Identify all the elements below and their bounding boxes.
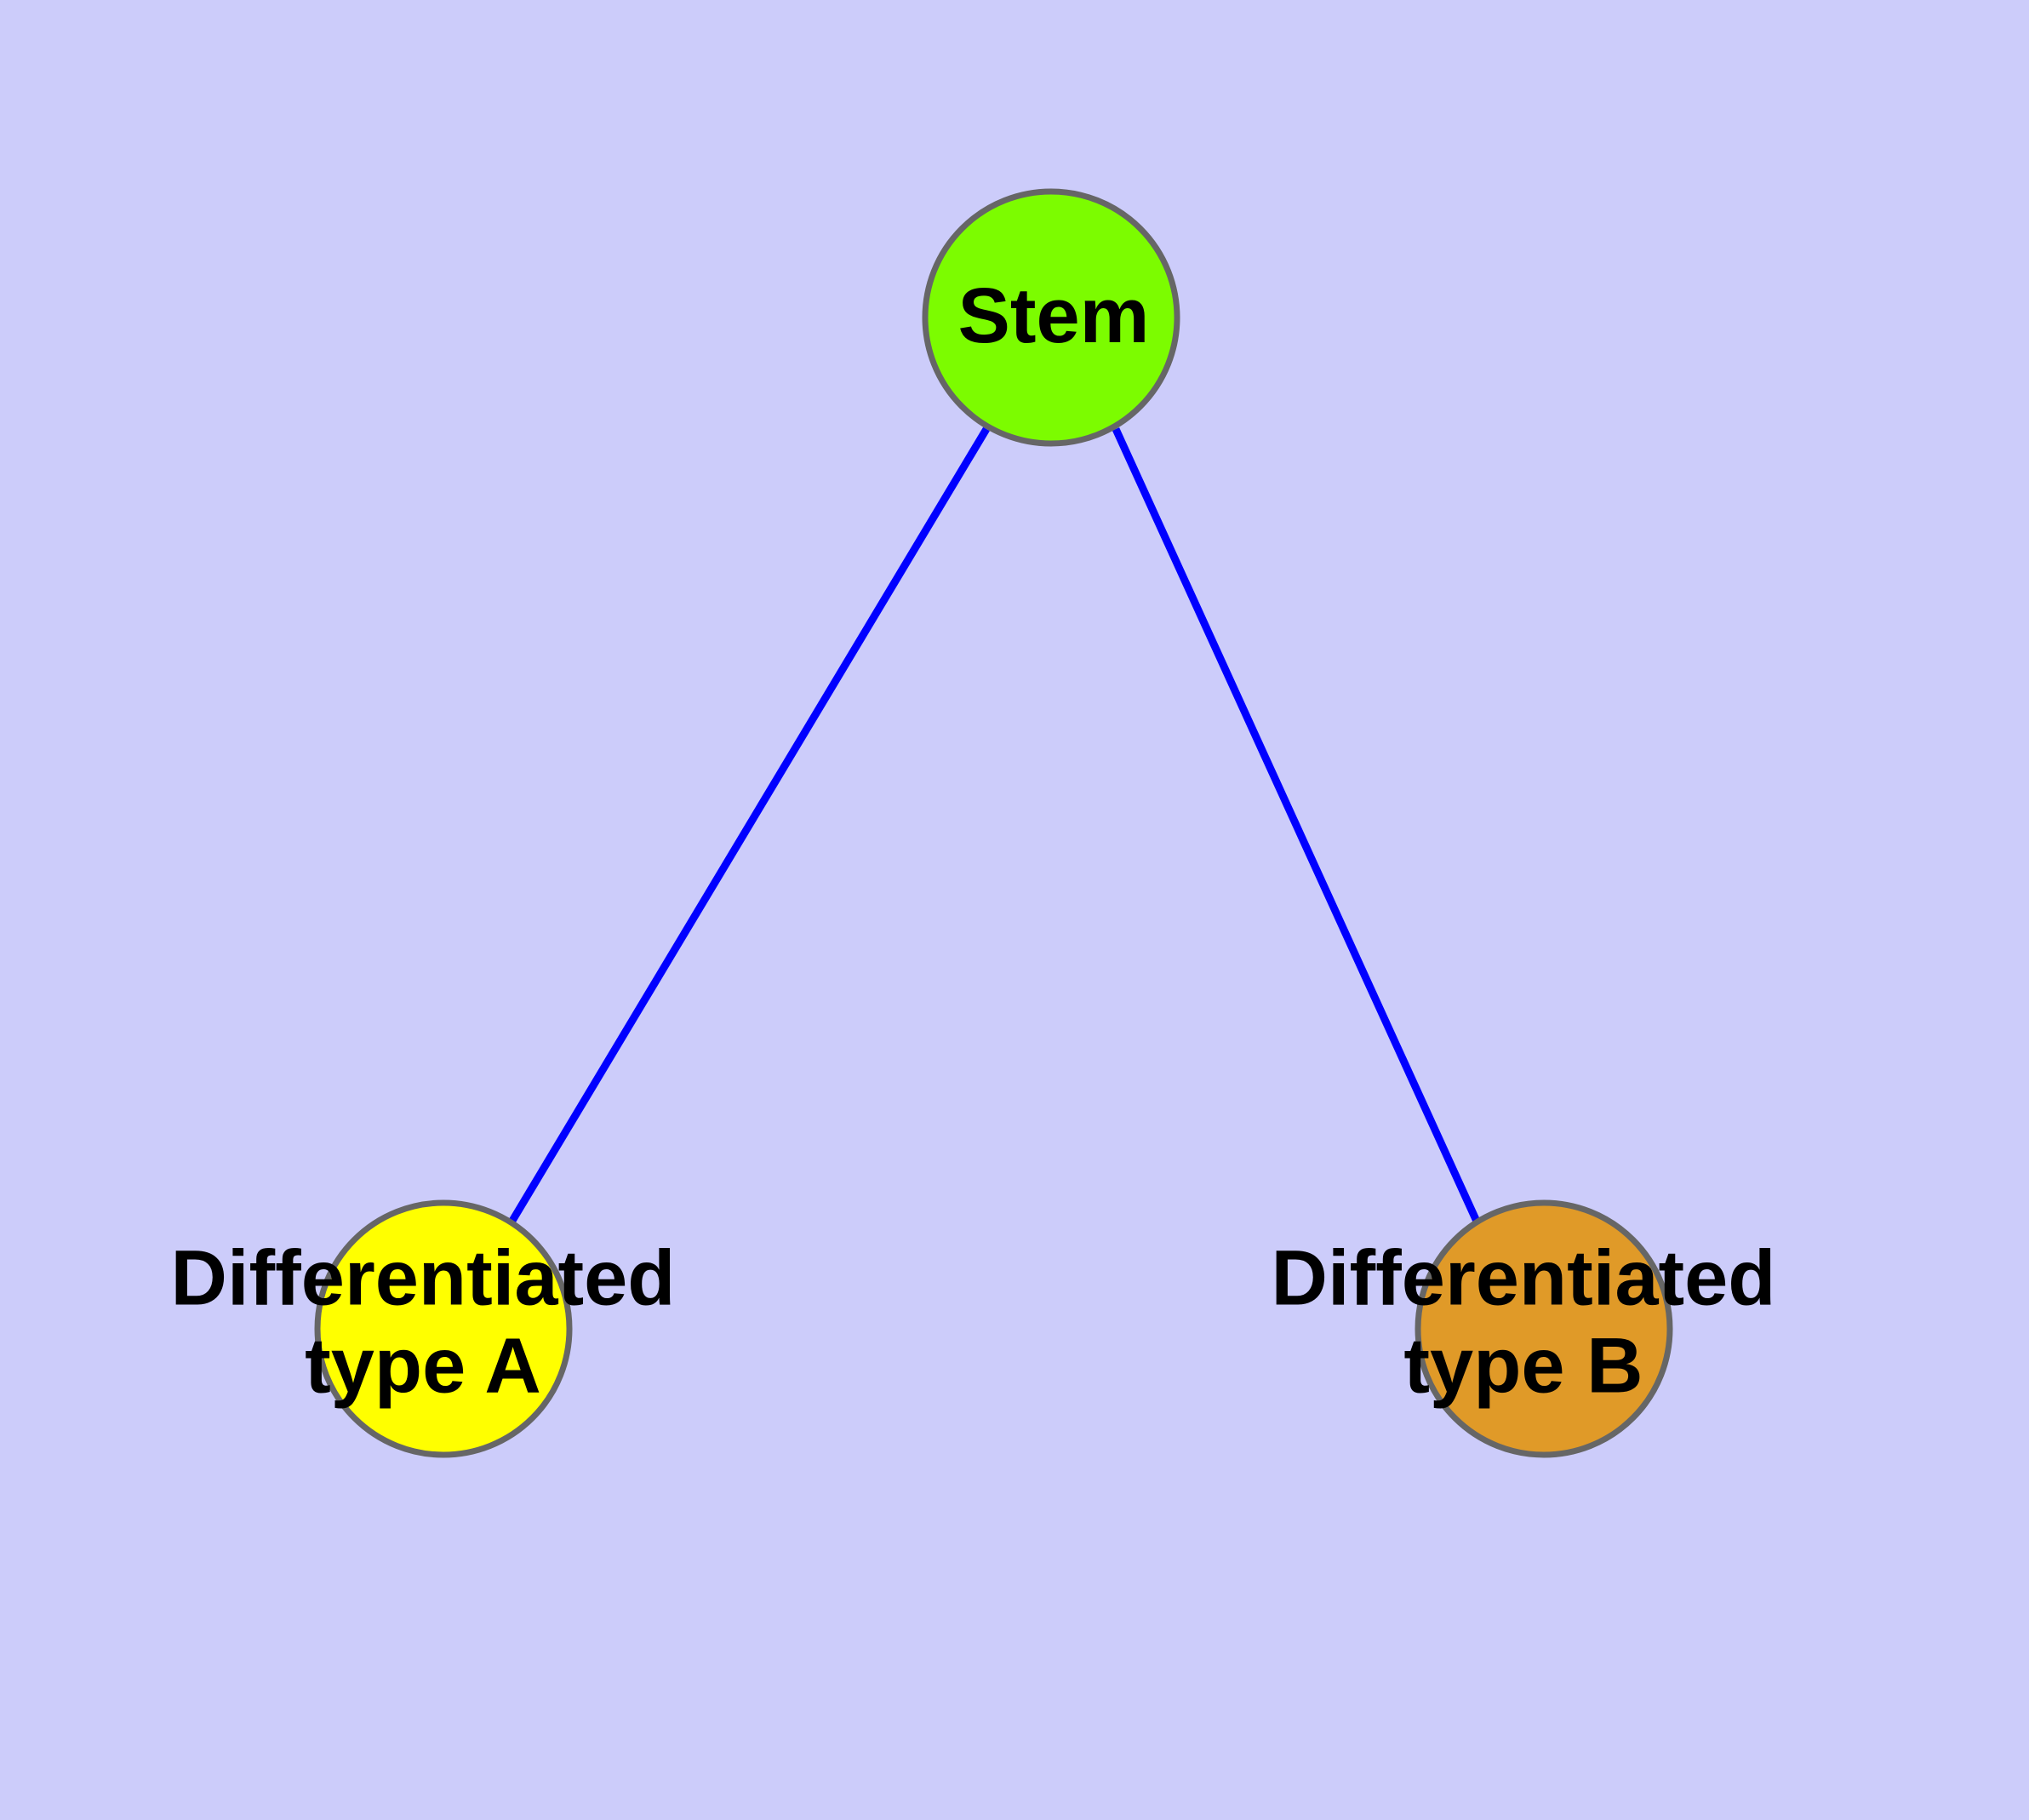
label-line: Differentiated <box>171 1235 676 1322</box>
node-diff-b[interactable] <box>1415 1199 1673 1458</box>
node-stem-label: Stem <box>958 272 1150 359</box>
label-line: type B <box>1403 1323 1643 1410</box>
edge-stem-to-diff-b[interactable] <box>1112 427 1483 1227</box>
node-stem[interactable] <box>922 188 1180 447</box>
label-line: Stem <box>958 272 1150 359</box>
node-diff-a-circle[interactable] <box>314 1199 573 1458</box>
edge-layer <box>506 426 1483 1228</box>
node-stem-circle[interactable] <box>922 188 1180 447</box>
node-diff-b-circle[interactable] <box>1415 1199 1673 1458</box>
edge-stem-to-diff-a[interactable] <box>506 426 990 1228</box>
label-line: type A <box>305 1323 541 1410</box>
node-layer <box>314 188 1673 1458</box>
label-line: Differentiated <box>1272 1235 1776 1322</box>
node-diff-a[interactable] <box>314 1199 573 1458</box>
